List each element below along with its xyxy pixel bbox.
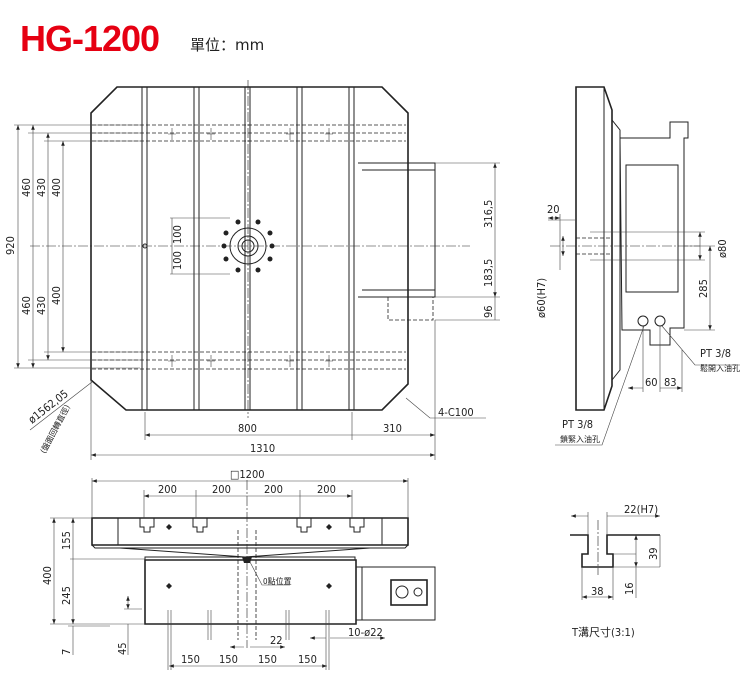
center-bore <box>221 219 275 273</box>
dim-phi60: ø60(H7) <box>535 278 548 318</box>
dim-400-top: 400 <box>50 178 63 197</box>
zero-point-label: 0點位置 <box>263 576 292 586</box>
dim-245: 245 <box>60 586 73 605</box>
dim-45: 45 <box>116 642 129 655</box>
port-clamp-note: 鎖緊入油孔 <box>560 434 600 444</box>
tslot-detail: 22(H7) 39 16 38 T溝尺寸(3:1) <box>570 503 660 639</box>
t-slots <box>141 87 355 410</box>
dim-460-top: 460 <box>20 178 33 197</box>
dim-square-1200: □1200 <box>230 468 265 481</box>
dim-800: 800 <box>238 422 257 435</box>
dim-430-top: 430 <box>35 178 48 197</box>
chamfer-label: 4-C100 <box>438 406 474 419</box>
dim-155: 155 <box>60 531 73 550</box>
table-outline <box>90 86 409 411</box>
dim-400: 400 <box>41 566 54 585</box>
dim-22h7: 22(H7) <box>624 503 658 516</box>
dim-100-bot: 100 <box>171 251 184 270</box>
tslot-caption: T溝尺寸(3:1) <box>571 625 635 639</box>
dim-83: 83 <box>664 376 677 389</box>
dim-430-bot: 430 <box>35 296 48 315</box>
dim-phi80: ø80 <box>716 239 729 258</box>
dim-460-bot: 460 <box>20 296 33 315</box>
dim-150-4: 150 <box>298 653 317 666</box>
dim-285: 285 <box>697 279 710 298</box>
dim-200-4: 200 <box>317 483 336 496</box>
port-release-label: PT 3/8 <box>700 347 731 360</box>
dim-150-1: 150 <box>181 653 200 666</box>
dim-20: 20 <box>547 203 560 216</box>
dim-920: 920 <box>4 236 17 255</box>
dim-100-top: 100 <box>171 225 184 244</box>
dim-310: 310 <box>383 422 402 435</box>
holes-label: 10-ø22 <box>348 626 383 639</box>
dim-1310: 1310 <box>250 442 275 455</box>
dim-200-1: 200 <box>158 483 177 496</box>
dim-200-3: 200 <box>264 483 283 496</box>
dim-7: 7 <box>60 649 73 655</box>
top-view: 920 460 430 400 460 430 400 100 100 316,… <box>4 80 500 460</box>
port-clamp-label: PT 3/8 <box>562 418 593 431</box>
dim-39: 39 <box>647 547 660 560</box>
dim-16: 16 <box>623 582 636 595</box>
front-view: 0點位置 □1200 200 200 200 200 400 155 245 7… <box>41 468 436 670</box>
dim-150-3: 150 <box>258 653 277 666</box>
dim-400-bot: 400 <box>50 286 63 305</box>
dim-316-5: 316,5 <box>482 200 495 228</box>
unit-label: 單位：mm <box>190 36 265 54</box>
model-title: HG-1200 <box>20 18 160 59</box>
port-release-note: 鬆開入油孔 <box>700 363 740 373</box>
dim-96: 96 <box>482 305 495 318</box>
side-view: 20 ø80 ø60(H7) 285 60 83 PT 3/8 鬆開入油孔 PT… <box>535 86 740 446</box>
dim-22: 22 <box>270 634 283 647</box>
dim-38: 38 <box>591 585 604 598</box>
dim-60: 60 <box>645 376 658 389</box>
dim-200-2: 200 <box>212 483 231 496</box>
dim-150-2: 150 <box>219 653 238 666</box>
dim-183-5: 183,5 <box>482 259 495 287</box>
